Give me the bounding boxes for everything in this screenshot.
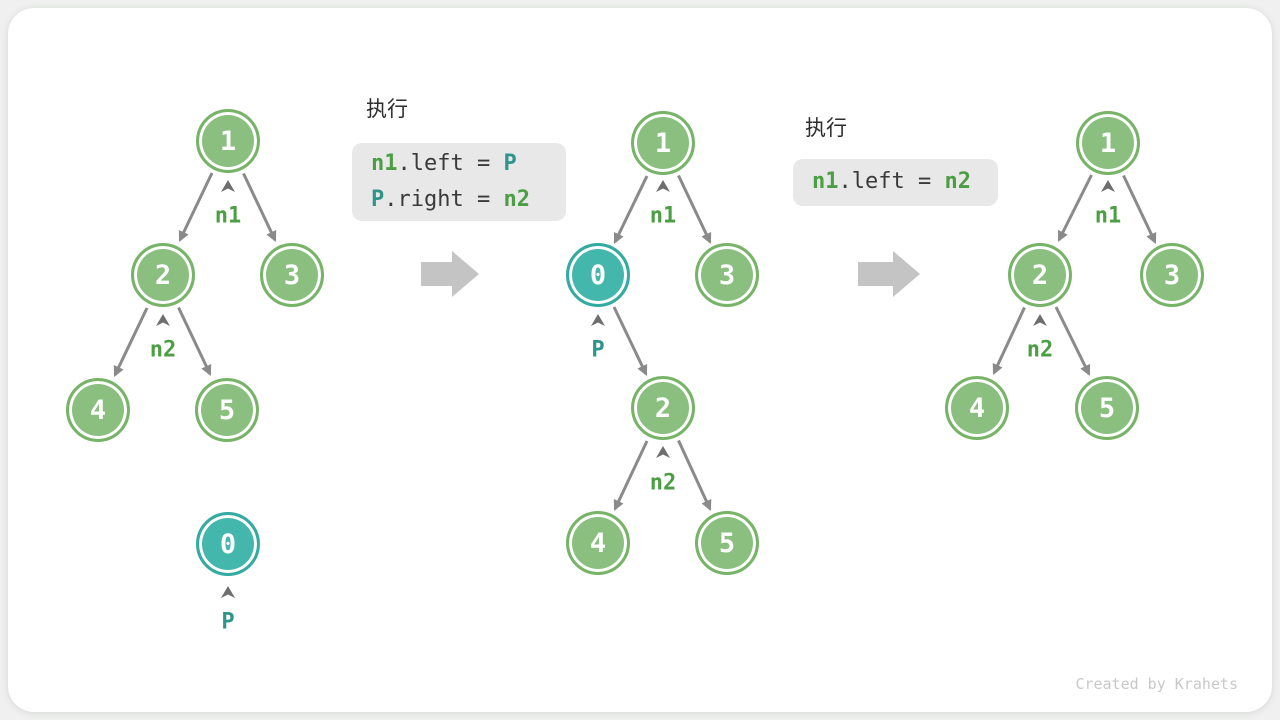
tree-node: 1 — [631, 111, 695, 175]
node-value: 4 — [89, 394, 107, 426]
tree-node: 5 — [1075, 376, 1139, 440]
code-token-n2: n2 — [944, 169, 971, 194]
pointer-label-n2: n2 — [649, 470, 677, 496]
tree-node: 2 — [1008, 243, 1072, 307]
node-value: 1 — [1099, 127, 1117, 159]
tree-node-inserted: 0 — [196, 512, 260, 576]
code-line: n1.left = P — [371, 146, 566, 182]
node-value: 5 — [718, 527, 736, 559]
tree-node: 5 — [695, 511, 759, 575]
node-value: 3 — [1163, 259, 1181, 291]
code-line: P.right = n2 — [371, 182, 566, 218]
tree-node: 4 — [566, 511, 630, 575]
node-value: 0 — [219, 528, 237, 560]
code-box: n1.left = n2 — [793, 159, 998, 206]
code-token-p: P — [503, 151, 517, 176]
tree-node: 1 — [1076, 111, 1140, 175]
figure-card — [8, 8, 1272, 712]
code-token-n2: n2 — [503, 187, 530, 212]
code-token: .left = — [397, 151, 504, 176]
tree-node: 2 — [131, 243, 195, 307]
code-token-n1: n1 — [812, 169, 839, 194]
code-token: .left = — [838, 169, 945, 194]
tree-node: 3 — [260, 243, 324, 307]
pointer-label-n1: n1 — [649, 203, 677, 229]
node-value: 1 — [654, 127, 672, 159]
node-value: 3 — [718, 259, 736, 291]
pointer-label-n2: n2 — [1026, 337, 1054, 363]
node-value: 1 — [219, 125, 237, 157]
credit-text: Created by Krahets — [1075, 675, 1238, 693]
node-value: 2 — [654, 392, 672, 424]
pointer-label-n1: n1 — [214, 203, 242, 229]
node-value: 4 — [968, 392, 986, 424]
pointer-label-n1: n1 — [1094, 203, 1122, 229]
step-title: 执行 — [366, 98, 408, 121]
node-value: 2 — [1031, 259, 1049, 291]
tree-node: 4 — [66, 378, 130, 442]
code-line: n1.left = n2 — [812, 164, 998, 200]
tree-node-inserted: 0 — [566, 243, 630, 307]
code-token: .right = — [384, 187, 504, 212]
tree-node: 3 — [1140, 243, 1204, 307]
node-value: 5 — [218, 394, 236, 426]
tree-node: 4 — [945, 376, 1009, 440]
pointer-label-p: P — [591, 337, 605, 363]
code-box: n1.left = P P.right = n2 — [352, 143, 566, 221]
pointer-label-n2: n2 — [149, 337, 177, 363]
pointer-label-p: P — [221, 609, 235, 635]
tree-node: 1 — [196, 109, 260, 173]
node-value: 5 — [1098, 392, 1116, 424]
tree-node: 5 — [195, 378, 259, 442]
node-value: 3 — [283, 259, 301, 291]
step-title: 执行 — [805, 117, 847, 140]
code-token-p: P — [371, 187, 385, 212]
tree-node: 3 — [695, 243, 759, 307]
code-token-n1: n1 — [371, 151, 398, 176]
node-value: 4 — [589, 527, 607, 559]
node-value: 2 — [154, 259, 172, 291]
tree-node: 2 — [631, 376, 695, 440]
node-value: 0 — [589, 259, 607, 291]
